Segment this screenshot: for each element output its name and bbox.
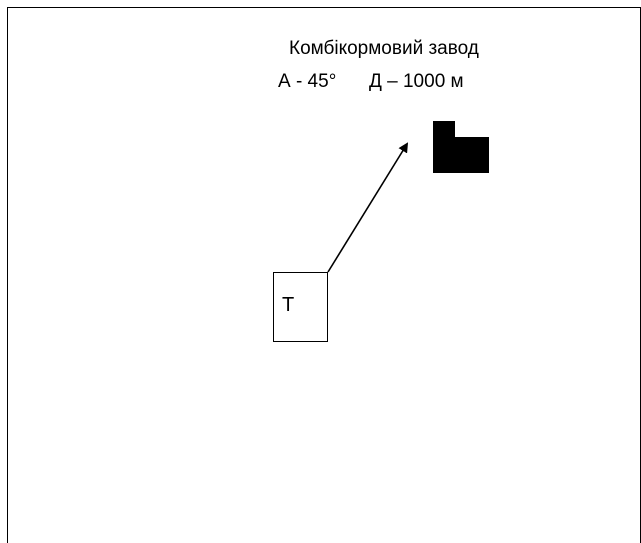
factory-icon <box>433 121 489 173</box>
target-azimuth: А - 45° <box>278 71 337 92</box>
bearing-arrow <box>327 142 409 273</box>
target-distance: Д – 1000 м <box>369 71 464 92</box>
target-name: Комбікормовий завод <box>289 38 479 59</box>
observation-post-box <box>273 272 328 342</box>
observation-post-label: Т <box>282 294 295 316</box>
